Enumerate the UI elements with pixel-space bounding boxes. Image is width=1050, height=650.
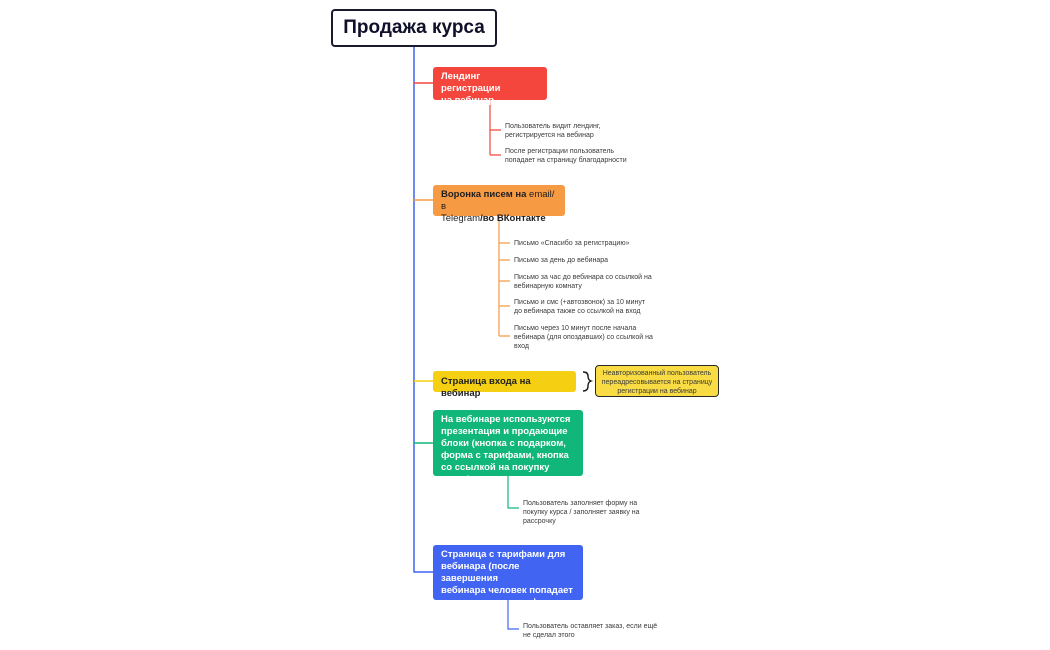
node-funnel-part: email/в (441, 189, 555, 212)
leaf-connector-webinar (507, 476, 519, 509)
node-landing-line: Лендинг регистрации (441, 71, 501, 94)
trunk-line (413, 47, 433, 573)
node-tariffs[interactable]: Страница с тарифами для вебинара (после … (433, 545, 583, 608)
leaf-connector-funnel (498, 216, 510, 337)
leaf-tariffs-1[interactable]: Пользователь оставляет заказ, если ещё н… (523, 623, 658, 639)
node-funnel-part: Telegram (441, 213, 481, 224)
node-tariffs-line: на страницу с тарифами (441, 597, 557, 608)
node-landing-line: на вебинар (441, 95, 495, 106)
leaf-funnel-5[interactable]: Письмо через 10 минут после начала вебин… (514, 325, 653, 350)
node-webinar-line: блоки (кнопка с подарком, (441, 438, 566, 449)
node-tariffs-line: вебинара человек попадает (441, 585, 573, 596)
node-funnel-part: Воронка писем на (441, 189, 530, 200)
leaf-funnel-4[interactable]: Письмо и смс (+автозвонок) за 10 минут д… (514, 299, 646, 315)
leaf-funnel-2[interactable]: Письмо за день до вебинара (514, 257, 609, 264)
note-entry[interactable]: Неавторизованный пользователь переадресо… (595, 365, 719, 397)
brace-icon (582, 371, 594, 392)
leaf-funnel-3[interactable]: Письмо за час до вебинара со ссылкой на … (514, 274, 652, 290)
node-webinar-line: презентация и продающие (441, 426, 568, 437)
leaf-connector-tariffs (507, 600, 519, 630)
leaf-landing-1[interactable]: Пользователь видит лендинг, регистрирует… (505, 123, 601, 139)
node-webinar-line: со ссылкой на покупку курса) (441, 462, 550, 485)
leaf-webinar-1[interactable]: Пользователь заполняет форму на покупку … (523, 500, 640, 525)
node-webinar[interactable]: На вебинаре используются презентация и п… (433, 410, 583, 485)
node-entry[interactable]: Страница входа на вебинар (433, 371, 576, 399)
node-webinar-line: На вебинаре используются (441, 414, 571, 425)
leaf-funnel-1[interactable]: Письмо «Спасибо за регистрацию» (514, 240, 630, 247)
leaf-connector-landing (489, 100, 501, 156)
node-funnel-part: /во ВКонтакте (480, 213, 546, 224)
node-tariffs-line: Страница с тарифами для (441, 549, 566, 560)
node-webinar-line: форма с тарифами, кнопка (441, 450, 569, 461)
leaf-landing-2[interactable]: После регистрации пользователь попадает … (505, 148, 627, 164)
node-landing[interactable]: Лендинг регистрации на вебинар (433, 67, 547, 106)
root-node-title[interactable]: Продажа курса (331, 9, 497, 47)
node-tariffs-line: вебинара (после завершения (441, 561, 520, 584)
